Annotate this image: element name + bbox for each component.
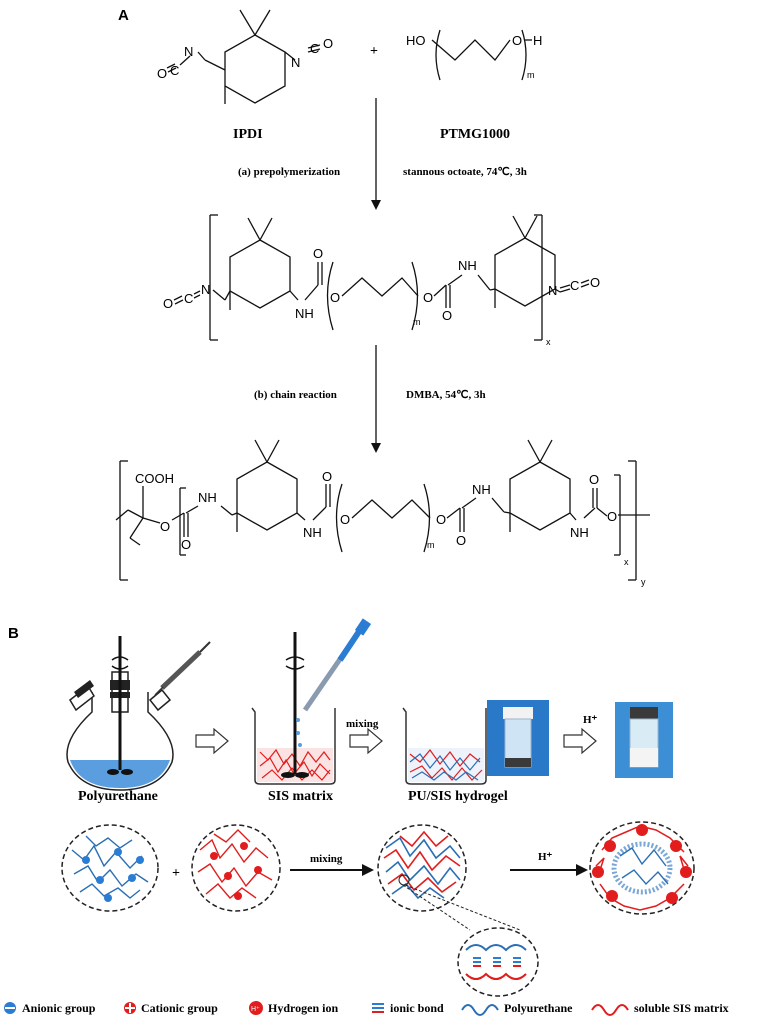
svg-text:O: O (607, 509, 617, 524)
pu-sis-beaker (402, 707, 487, 785)
sis-beaker (251, 618, 372, 785)
legend-cationic-label: Cationic group (141, 1001, 218, 1015)
svg-text:O: O (456, 533, 466, 548)
legend-anionic-label: Anionic group (22, 1001, 96, 1015)
ptmg-label: PTMG1000 (440, 127, 510, 142)
svg-text:O: O (313, 246, 323, 261)
legend-cationic-icon (124, 1002, 136, 1014)
svg-text:O: O (323, 36, 333, 51)
svg-text:m: m (527, 70, 535, 80)
svg-text:C: C (184, 291, 193, 306)
step-a-label: (a) prepolymerization (238, 166, 340, 178)
svg-text:O: O (322, 469, 332, 484)
svg-text:O: O (442, 308, 452, 323)
svg-text:NH: NH (303, 525, 322, 540)
pu-network-circle (61, 824, 159, 912)
legend-sis-icon (591, 1004, 629, 1016)
svg-text:N: N (548, 283, 557, 298)
svg-text:O: O (590, 275, 600, 290)
polyurethane-structure: COOH O O NH NH O O m O O (115, 439, 650, 587)
mixed-network-circle (377, 824, 467, 912)
three-neck-flask (66, 636, 211, 791)
svg-text:H⁺: H⁺ (251, 1006, 260, 1013)
acidified-network-circle (589, 821, 695, 915)
stage-label-hydrogel: PU/SIS hydrogel (408, 789, 508, 804)
ionic-bond-zoom-circle (457, 927, 539, 997)
mixing-label-bottom: mixing (310, 853, 343, 865)
ipdi-label: IPDI (233, 127, 263, 142)
svg-text:NH: NH (295, 306, 314, 321)
svg-text:O: O (340, 512, 350, 527)
svg-text:O: O (423, 290, 433, 305)
legend-anionic-icon (4, 1002, 16, 1014)
svg-text:x: x (546, 337, 551, 347)
svg-text:O: O (157, 66, 167, 81)
stage-label-polyurethane: Polyurethane (78, 789, 158, 804)
legend-polyurethane-label: Polyurethane (504, 1001, 573, 1015)
panel-b-label: B (8, 625, 19, 642)
acidified-vial-photo (615, 702, 673, 778)
legend-ionic-bond-icon (372, 1003, 384, 1013)
process-arrow-2 (349, 727, 383, 755)
svg-text:NH: NH (472, 482, 491, 497)
svg-text:O: O (589, 472, 599, 487)
svg-text:O: O (181, 537, 191, 552)
legend-hydrogen-label: Hydrogen ion (268, 1001, 338, 1015)
step-b-conditions: DMBA, 54℃, 3h (406, 389, 486, 401)
svg-text:COOH: COOH (135, 471, 174, 486)
legend: Anionic group Cationic group H⁺ Hydrogen… (4, 1001, 729, 1016)
acid-label-bottom: H⁺ (538, 851, 553, 863)
legend-polyurethane-icon (461, 1004, 499, 1016)
svg-text:C: C (170, 63, 179, 78)
acid-label-top: H⁺ (583, 714, 598, 726)
svg-text:HO: HO (406, 33, 426, 48)
ptmg-structure: HO O H m (406, 29, 542, 81)
svg-text:N: N (184, 44, 193, 59)
svg-text:O: O (160, 519, 170, 534)
mixing-label-top: mixing (346, 718, 379, 730)
sis-network-circle (191, 824, 281, 912)
legend-hydrogen-icon: H⁺ (249, 1001, 263, 1015)
stage-label-sis-matrix: SIS matrix (268, 789, 333, 804)
svg-text:m: m (413, 317, 421, 327)
svg-text:N: N (201, 282, 210, 297)
prepolymer-structure: O C N NH O O m O O NH (163, 214, 600, 347)
hydrogel-vial-photo (487, 700, 549, 776)
svg-text:O: O (512, 33, 522, 48)
svg-text:N: N (291, 55, 300, 70)
plus-sign: + (370, 44, 378, 59)
svg-text:x: x (624, 557, 629, 567)
plus-sign-bottom: + (172, 866, 180, 881)
svg-text:O: O (436, 512, 446, 527)
step-a-conditions: stannous octoate, 74℃, 3h (403, 166, 527, 178)
ipdi-structure: N C O N C O (157, 9, 333, 104)
svg-text:y: y (641, 577, 646, 587)
process-arrow-1 (195, 727, 229, 755)
svg-text:O: O (163, 296, 173, 311)
process-arrow-3 (563, 727, 597, 755)
panel-a-label: A (118, 7, 129, 24)
svg-text:m: m (427, 540, 435, 550)
svg-text:NH: NH (458, 258, 477, 273)
legend-sis-label: soluble SIS matrix (634, 1001, 729, 1015)
svg-text:C: C (310, 41, 319, 56)
step-b-label: (b) chain reaction (254, 389, 337, 401)
svg-text:H: H (533, 33, 542, 48)
svg-text:NH: NH (570, 525, 589, 540)
hydrogen-ion-markers (592, 824, 692, 904)
svg-text:O: O (330, 290, 340, 305)
svg-text:NH: NH (198, 490, 217, 505)
legend-ionic-bond-label: ionic bond (390, 1001, 444, 1015)
svg-text:C: C (570, 278, 579, 293)
